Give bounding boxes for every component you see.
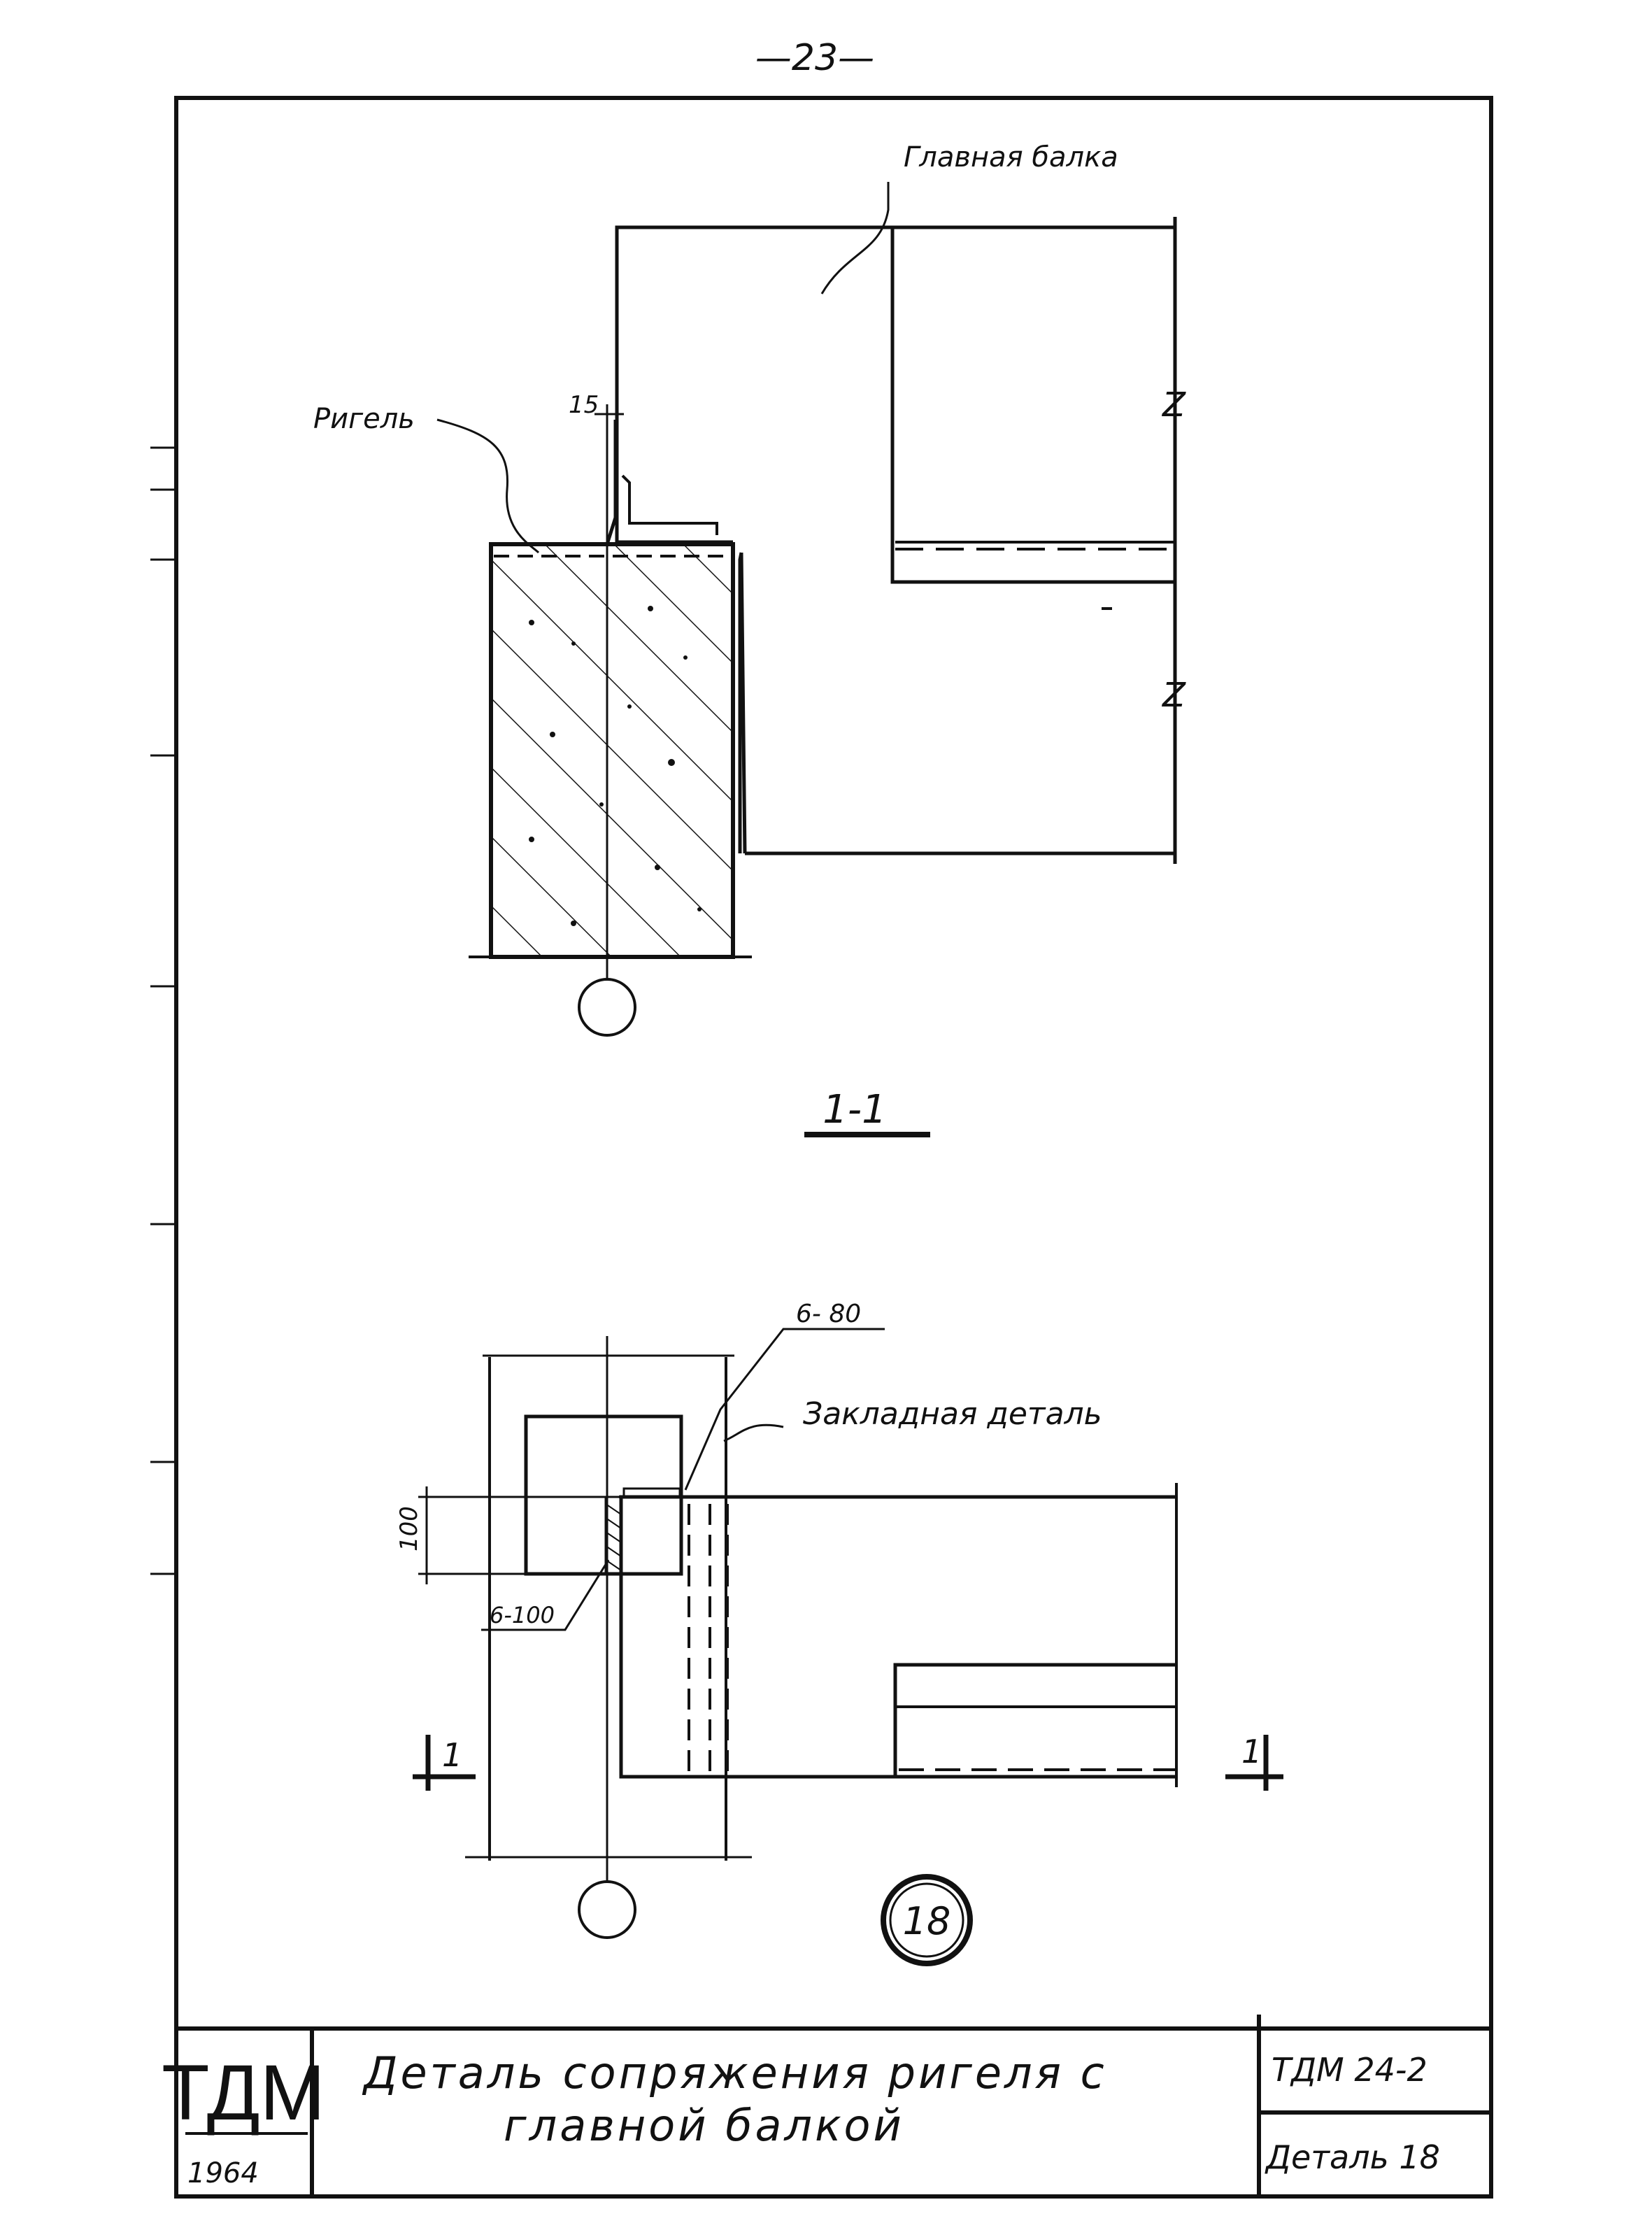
plan-view: 100 6- 80 Закладная деталь 6-100 1 1 18 — [395, 1300, 1283, 1966]
section-mark-left-label: 1 — [442, 1736, 462, 1774]
section-1-1: 15 Главная балка Ригель Z Z 1-1 — [313, 141, 1186, 1137]
concrete-dots — [529, 606, 702, 926]
section-title-1-1: 1-1 — [823, 1087, 886, 1132]
weld-mark-top — [622, 1487, 681, 1498]
break-mark-lower: Z — [1161, 676, 1186, 715]
page-number: —23— — [755, 37, 874, 79]
leader-crossbar — [436, 418, 540, 554]
weld-side-label: 6-100 — [490, 1602, 555, 1628]
label-embedded: Закладная деталь — [803, 1396, 1102, 1432]
embedded-plate — [605, 420, 618, 545]
axis-bubble-plan — [578, 1880, 636, 1939]
year: 1964 — [187, 2157, 259, 2189]
crossbar-section — [489, 542, 735, 959]
slab-plan — [893, 1663, 1176, 1777]
main-beam-top — [615, 225, 1175, 544]
section-mark-right: 1 — [1225, 1733, 1283, 1791]
section-mark-left: 1 — [413, 1735, 476, 1791]
main-beam-plan — [619, 1495, 1176, 1779]
sheet-frame — [174, 96, 1493, 2199]
axis-bubble-top — [578, 978, 636, 1037]
main-beam-outline — [733, 542, 1175, 852]
section-mark-right-label: 1 — [1241, 1733, 1262, 1770]
leader-main-beam — [820, 182, 890, 294]
main-beam-edge — [738, 552, 1175, 855]
detail-label: Деталь 18 — [1265, 2138, 1440, 2176]
detail-circle — [881, 1874, 973, 1966]
leader-weld-top — [684, 1328, 885, 1491]
series-code: ТДМ 24-2 — [1272, 2051, 1427, 2089]
weld-plate — [621, 474, 718, 535]
weld-top-label: 6- 80 — [796, 1300, 861, 1328]
logo-tdm: ТДМ — [162, 2049, 325, 2136]
label-main-beam: Главная балка — [904, 141, 1118, 173]
dim-100: 100 — [395, 1506, 423, 1551]
dim-15: 15 — [569, 391, 599, 419]
leader-weld-side — [481, 1559, 610, 1631]
title-block: ТДМ 1964 Деталь сопряжения ригеля с глав… — [162, 2015, 1491, 2196]
label-crossbar: Ригель — [313, 403, 415, 435]
margin-ticks — [150, 446, 176, 1575]
slab-outline — [890, 227, 1175, 584]
detail-number: 18 — [903, 1899, 951, 1943]
leader-embedded — [723, 1423, 784, 1442]
break-mark-upper: Z — [1161, 385, 1186, 425]
title-line-2: главной балкой — [504, 2100, 904, 2151]
title-line-1: Деталь сопряжения ригеля с — [362, 2047, 1107, 2098]
